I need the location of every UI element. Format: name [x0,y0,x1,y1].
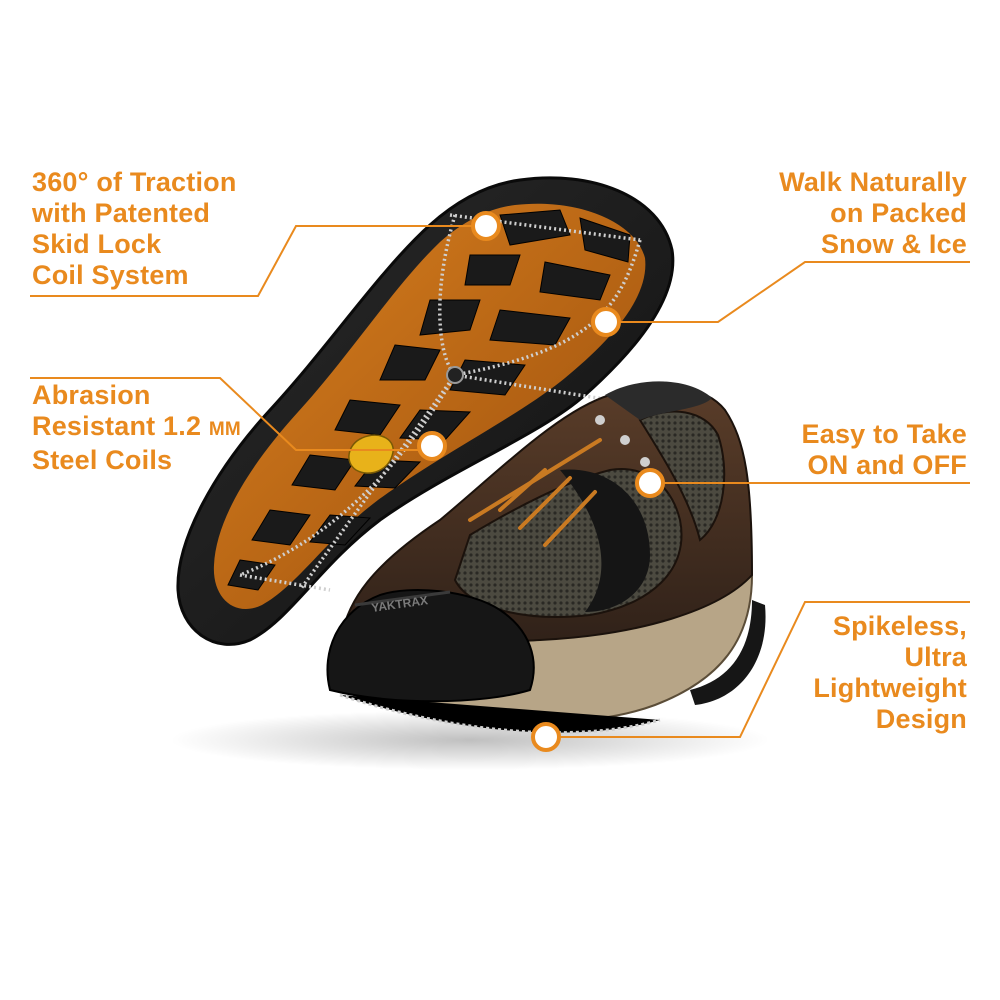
callout-spikeless: Spikeless, Ultra Lightweight Design [813,611,967,735]
callout-easy: Easy to Take ON and OFF [802,419,967,481]
callout-line: Skid Lock [32,229,162,259]
callout-line: Spikeless, [832,611,967,641]
upturned-shoe-sole [176,176,675,646]
callout-line: Coil System [32,260,189,290]
callout-traction: 360° of Traction with Patented Skid Lock… [32,167,237,291]
callout-line: Walk Naturally [779,167,967,197]
callout-line: ON and OFF [807,450,967,480]
callout-line: Lightweight [813,673,967,703]
callout-abrasion: Abrasion Resistant 1.2 MM Steel Coils [32,380,241,476]
callout-line: Resistant 1.2 MM [32,411,241,445]
callout-line: Abrasion [32,380,151,410]
callout-dot-icon [591,307,621,337]
callout-dots [417,211,665,752]
callout-line: Snow & Ice [820,229,967,259]
callout-line: 360° of Traction [32,167,237,197]
callout-lines [30,225,970,738]
callout-dot-icon [417,431,447,461]
unit-label: MM [208,419,241,440]
callout-line: Steel Coils [32,445,173,475]
callout-line-text: Resistant 1.2 [32,411,209,441]
callout-walk: Walk Naturally on Packed Snow & Ice [779,167,967,260]
callout-dot-icon [531,722,561,752]
callout-dot-icon [471,211,501,241]
callout-line: with Patented [32,198,211,228]
callout-line: Design [875,704,967,734]
callout-line: Ultra [904,642,967,672]
callout-dot-icon [635,468,665,498]
upright-shoe: YAKTRAX [326,381,766,735]
callout-line: on Packed [830,198,967,228]
callout-line: Easy to Take [801,419,967,449]
